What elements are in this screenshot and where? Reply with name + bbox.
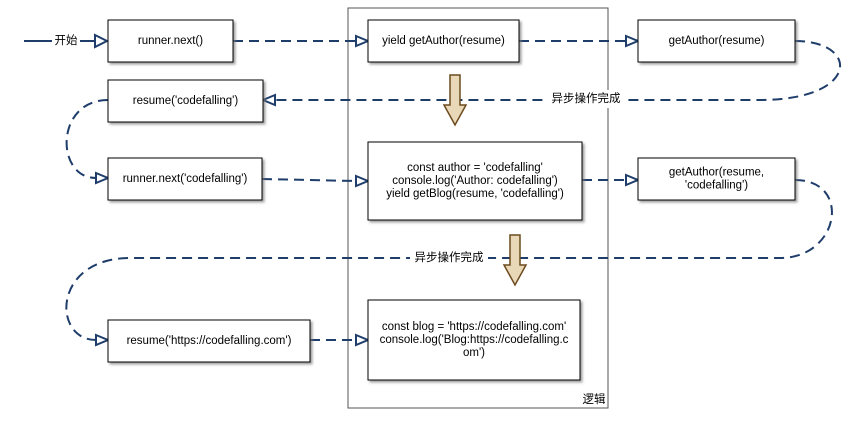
node-line: resume('codefalling') — [133, 95, 239, 107]
flow-resume-to-runner-head — [95, 171, 111, 185]
node-line: console.log('Blog:https://codefalling.c — [380, 334, 569, 346]
node-line: resume('https://codefalling.com') — [127, 335, 292, 347]
node-get-author: getAuthor(resume) — [637, 19, 796, 63]
node-line: runner.next() — [138, 35, 203, 47]
node-resume-codefalling: resume('codefalling') — [107, 79, 264, 123]
node-get-author-codefalling-text: getAuthor(resume,'codefalling') — [669, 167, 764, 192]
node-runner-next-text: runner.next() — [138, 35, 203, 47]
node-line: getAuthor(resume, — [669, 167, 764, 179]
node-line: console.log('Author: codefalling') — [392, 175, 558, 187]
node-author-block-text: const author = 'codefalling'console.log(… — [386, 162, 564, 200]
node-resume-url: resume('https://codefalling.com') — [107, 319, 311, 363]
node-line: om') — [463, 347, 485, 359]
async-label-2-bg — [410, 249, 488, 267]
node-runner-next: runner.next() — [107, 19, 234, 63]
logic-label: 逻辑 — [583, 392, 606, 406]
node-line: const author = 'codefalling' — [407, 162, 543, 174]
flow-yield-to-getauthor-head — [625, 34, 641, 48]
flow-runner-to-author-block-head — [355, 174, 371, 188]
node-line: yield getBlog(resume, 'codefalling') — [386, 188, 564, 200]
flow-author-block-to-getauthor-head — [625, 173, 641, 187]
flow-runner-to-yield-head — [355, 34, 371, 48]
flow-getauthor-to-resume-url-head — [95, 333, 111, 347]
flow-getauthor-to-resume-url — [65, 179, 833, 341]
node-runner-next-codefalling-text: runner.next('codefalling') — [123, 173, 248, 185]
async-label-1-bg — [548, 90, 626, 108]
node-line: yield getAuthor(resume) — [382, 35, 505, 47]
start-label: 开始 — [55, 33, 78, 47]
node-get-author-codefalling: getAuthor(resume,'codefalling') — [637, 157, 796, 201]
flow-getauthor-to-resume — [275, 40, 841, 101]
node-line: const blog = 'https://codefalling.com' — [382, 321, 566, 333]
node-line: getAuthor(resume) — [669, 35, 765, 47]
flow-resume-to-runner — [65, 99, 109, 179]
node-yield-get-author-text: yield getAuthor(resume) — [382, 35, 505, 47]
start-arrowhead — [94, 33, 110, 49]
node-blog-block: const blog = 'https://codefalling.com'co… — [367, 299, 581, 381]
async-done-label-2: 异步操作完成 — [415, 250, 484, 264]
node-get-author-text: getAuthor(resume) — [669, 35, 765, 47]
flow-getauthor-to-resume-head — [260, 93, 276, 107]
node-resume-codefalling-text: resume('codefalling') — [133, 95, 239, 107]
node-blog-block-text: const blog = 'https://codefalling.com'co… — [380, 321, 569, 359]
node-line: 'codefalling') — [685, 180, 748, 192]
node-resume-url-text: resume('https://codefalling.com') — [127, 335, 292, 347]
start-label-bg — [52, 32, 80, 50]
down-arrow-1 — [442, 74, 468, 127]
down-arrow-2 — [502, 234, 528, 287]
flow-runner-to-author-block — [261, 178, 357, 182]
node-runner-next-codefalling: runner.next('codefalling') — [107, 157, 263, 201]
async-done-label-1: 异步操作完成 — [552, 91, 621, 105]
node-yield-get-author: yield getAuthor(resume) — [367, 19, 520, 63]
flow-resume-url-to-blog-block-head — [355, 333, 371, 347]
node-line: runner.next('codefalling') — [123, 173, 248, 185]
node-author-block: const author = 'codefalling'console.log(… — [367, 141, 583, 221]
